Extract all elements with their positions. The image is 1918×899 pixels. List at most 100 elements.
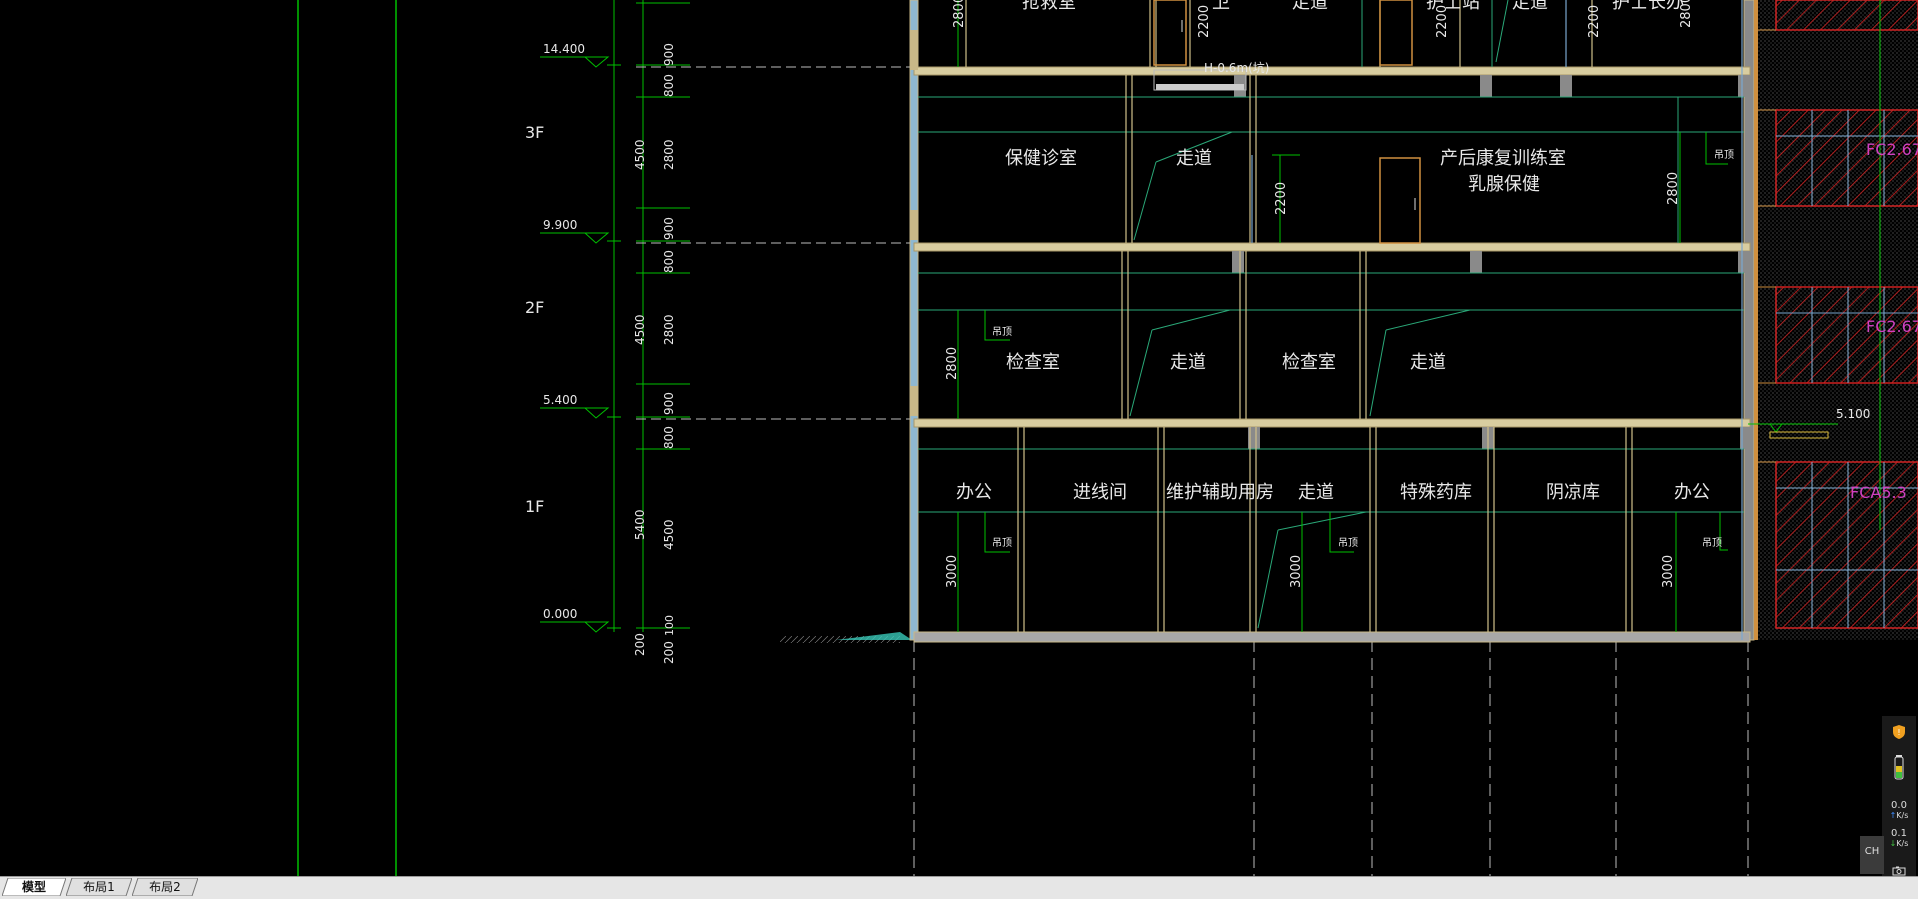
dimension-text: 2800 — [952, 0, 967, 28]
elevation-marker: 14.400 — [540, 42, 610, 68]
dimension-text: 3000 — [1289, 555, 1304, 588]
dimension-text: 900 — [662, 217, 676, 240]
elevation-label: 9.900 — [543, 218, 577, 232]
upload-speed: 0.0 ↑K/s — [1882, 800, 1916, 820]
room-label: 走道 — [1298, 482, 1334, 503]
tab-label: 布局2 — [149, 880, 181, 894]
ime-indicator[interactable]: CH — [1860, 836, 1884, 874]
room-label: 维护辅助用房 — [1166, 482, 1274, 503]
dimension-text: 2200 — [1435, 5, 1450, 38]
room-label: 办公 — [1674, 482, 1710, 503]
elevation-marker: 9.900 — [540, 218, 610, 244]
level-leader-lines — [636, 66, 910, 420]
ime-label: CH — [1864, 846, 1880, 857]
shield-icon[interactable]: ! — [1882, 724, 1916, 743]
download-unit: K/s — [1896, 839, 1909, 848]
dimension-text: 100 — [663, 615, 676, 636]
dimension-text: 2800 — [1666, 172, 1681, 205]
floor-label: 3F — [525, 123, 544, 142]
dimension-text: 2200 — [1274, 182, 1289, 215]
elevation-label: 5.400 — [543, 393, 577, 407]
dimension-text: 4500 — [662, 519, 676, 550]
dimension-text: 900 — [662, 43, 676, 66]
room-label: 办公 — [956, 482, 992, 503]
upload-unit: K/s — [1896, 811, 1909, 820]
room-label: 走道 — [1170, 352, 1206, 373]
dimension-text: 800 — [662, 250, 676, 273]
dimension-text: 3000 — [945, 555, 960, 588]
svg-text:!: ! — [1897, 728, 1900, 737]
room-label: 特殊药库 — [1400, 482, 1472, 503]
room-label: 护士站 — [1426, 0, 1480, 13]
elevation-label: 5.100 — [1836, 407, 1870, 421]
dimension-text: 900 — [662, 392, 676, 415]
cad-model-space[interactable]: 14.400 9.900 5.400 0.000 3F 2F 1F — [0, 0, 1918, 876]
tab-layout2[interactable]: 布局2 — [132, 878, 198, 896]
tab-label: 模型 — [21, 880, 46, 894]
room-label: 乳腺保健 — [1468, 174, 1540, 195]
tab-label: 布局1 — [83, 880, 115, 894]
elevation-label: 0.000 — [543, 607, 577, 621]
ceiling-note: 吊顶 — [1714, 149, 1734, 161]
room-label: 检查室 — [1282, 352, 1336, 373]
shaft-note: H-0.6m(坑) — [1204, 60, 1270, 75]
dimension-text: 2200 — [1197, 5, 1212, 38]
room-labels: 抢救室 卫 走道 护士站 走道 护士长办 保健诊室 走道 产后康复训练室 乳腺保… — [956, 0, 1734, 549]
upload-value: 0.0 — [1891, 800, 1907, 811]
dimension-text: 2800 — [945, 347, 960, 380]
dimension-text: 4500 — [633, 314, 647, 345]
facade-elevation: FC2.67 FC2.67 FCA5.3 5.100 — [1748, 0, 1918, 640]
dimension-text: 2800 — [662, 139, 676, 170]
dimension-text: 200 — [662, 641, 676, 664]
elevation-marker: 0.000 — [540, 607, 610, 633]
room-label: 走道 — [1176, 148, 1212, 169]
room-label: 走道 — [1410, 352, 1446, 373]
dimension-chains: 4500 4500 5400 200 900 800 2800 900 800 … — [607, 0, 690, 664]
window-tag: FCA5.3 — [1850, 483, 1907, 502]
floor-label: 2F — [525, 298, 544, 317]
window-tag: FC2.67 — [1866, 317, 1918, 336]
arrow-down-icon: ↓ — [1889, 839, 1897, 848]
battery-icon[interactable] — [1882, 754, 1916, 783]
tab-layout1[interactable]: 布局1 — [66, 878, 132, 896]
ceiling-note: 吊顶 — [1338, 537, 1358, 549]
layout-tab-bar: 模型 布局1 布局2 — [0, 876, 1918, 899]
ceiling-note: 吊顶 — [992, 326, 1012, 338]
dimension-text: 2200 — [1587, 5, 1602, 38]
room-label: 卫 — [1212, 0, 1230, 13]
elevation-markers: 14.400 9.900 5.400 0.000 3F 2F 1F — [525, 42, 610, 633]
camera-icon[interactable] — [1882, 866, 1916, 879]
dimension-text: 800 — [662, 74, 676, 97]
axis-lines — [913, 640, 1749, 876]
room-dimensions: 2800 2200 2200 2200 2800 2200 2800 2800 … — [945, 0, 1694, 588]
dimension-text: 4500 — [633, 139, 647, 170]
ceiling-note: 吊顶 — [992, 537, 1012, 549]
window-tag: FC2.67 — [1866, 140, 1918, 159]
dimension-text: 2800 — [662, 314, 676, 345]
room-label: 产后康复训练室 — [1440, 148, 1566, 169]
room-label: 检查室 — [1006, 352, 1060, 373]
room-label: 走道 — [1292, 0, 1328, 13]
room-label: 护士长办 — [1612, 0, 1684, 13]
floor-label: 1F — [525, 497, 544, 516]
room-label: 保健诊室 — [1005, 148, 1077, 169]
dimension-text: 200 — [633, 633, 647, 656]
arrow-up-icon: ↑ — [1889, 811, 1897, 820]
elevation-label: 14.400 — [543, 42, 585, 56]
room-label: 抢救室 — [1022, 0, 1076, 13]
ground-fill — [836, 632, 912, 640]
download-speed: 0.1 ↓K/s — [1882, 828, 1916, 848]
room-label: 进线间 — [1073, 482, 1127, 503]
room-label: 阴凉库 — [1546, 482, 1600, 503]
dimension-text: 5400 — [633, 509, 647, 540]
section-drawing: 14.400 9.900 5.400 0.000 3F 2F 1F — [297, 0, 1918, 876]
dimension-text: 800 — [662, 426, 676, 449]
dimension-text: 2800 — [1679, 0, 1694, 28]
system-tray: ! 0.0 ↑K/s 0.1 ↓K/s — [1882, 716, 1916, 876]
building-section — [909, 0, 1755, 643]
download-value: 0.1 — [1891, 828, 1907, 839]
dimension-text: 3000 — [1661, 555, 1676, 588]
room-label: 走道 — [1512, 0, 1548, 13]
tab-model[interactable]: 模型 — [2, 878, 66, 896]
ceiling-note: 吊顶 — [1702, 537, 1722, 549]
